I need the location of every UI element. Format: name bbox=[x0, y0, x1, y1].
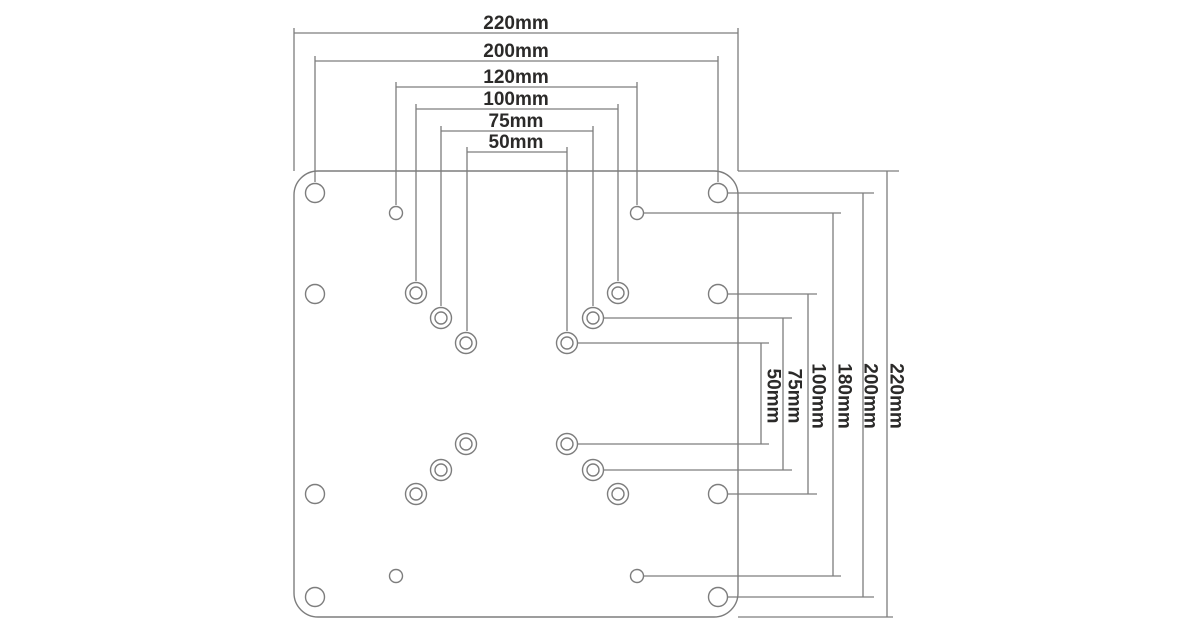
small-hole-bottom-left bbox=[388, 568, 404, 584]
dim-label: 100mm bbox=[808, 363, 829, 429]
screw-hole-50-bottom-left-inner bbox=[459, 437, 473, 451]
corner-hole-top-right bbox=[707, 182, 729, 204]
corner-hole-top-left bbox=[304, 182, 326, 204]
mid-hole-right-upper bbox=[707, 283, 729, 305]
dimension-top-200mm: 200mm bbox=[314, 41, 719, 182]
screw-hole-75-top-right-inner bbox=[586, 311, 600, 325]
dim-label: 100mm bbox=[483, 89, 549, 110]
corner-hole-bottom-left bbox=[304, 586, 326, 608]
dimension-right-100mm: 100mm bbox=[727, 293, 829, 495]
dim-label: 200mm bbox=[860, 363, 881, 429]
dimension-right-50mm: 50mm bbox=[577, 342, 784, 445]
screw-hole-100-bottom-left-inner bbox=[409, 487, 423, 501]
dimension-top-220mm: 220mm bbox=[293, 13, 739, 171]
dimension-right-220mm: 220mm bbox=[738, 170, 907, 618]
dim-label: 120mm bbox=[483, 67, 549, 88]
dim-label: 75mm bbox=[489, 111, 544, 132]
screw-hole-50-bottom-right-inner bbox=[560, 437, 574, 451]
dimension-right-180mm: 180mm bbox=[643, 212, 855, 577]
dimension-right-200mm: 200mm bbox=[727, 192, 881, 598]
dim-label: 200mm bbox=[483, 41, 549, 62]
dim-label: 50mm bbox=[489, 132, 544, 153]
small-hole-top-right bbox=[629, 205, 645, 221]
dim-label: 220mm bbox=[886, 363, 907, 429]
screw-hole-100-top-left-inner bbox=[409, 286, 423, 300]
screw-hole-100-bottom-right-inner bbox=[611, 487, 625, 501]
dimension-top-100mm: 100mm bbox=[415, 89, 619, 281]
small-holes bbox=[388, 205, 645, 584]
small-hole-bottom-right bbox=[629, 568, 645, 584]
screw-hole-75-bottom-left-inner bbox=[434, 463, 448, 477]
screw-hole-75-top-left-inner bbox=[434, 311, 448, 325]
dim-label: 75mm bbox=[784, 369, 805, 424]
dim-label: 220mm bbox=[483, 13, 549, 34]
screw-holes bbox=[404, 281, 630, 506]
screw-hole-50-top-right-inner bbox=[560, 336, 574, 350]
mount-plate bbox=[293, 170, 739, 618]
dimension-right-75mm: 75mm bbox=[603, 317, 805, 471]
mid-hole-left-lower bbox=[304, 483, 326, 505]
screw-hole-75-bottom-right-inner bbox=[586, 463, 600, 477]
screw-hole-50-top-left-inner bbox=[459, 336, 473, 350]
dim-label: 50mm bbox=[763, 369, 784, 424]
mid-hole-left-upper bbox=[304, 283, 326, 305]
dimension-top-120mm: 120mm bbox=[395, 67, 638, 205]
dim-label: 180mm bbox=[834, 363, 855, 429]
dimension-top-50mm: 50mm bbox=[466, 132, 568, 331]
screw-hole-100-top-right-inner bbox=[611, 286, 625, 300]
small-hole-top-left bbox=[388, 205, 404, 221]
plate-outline bbox=[293, 170, 739, 618]
corner-hole-bottom-right bbox=[707, 586, 729, 608]
dimension-top-75mm: 75mm bbox=[440, 111, 594, 306]
mid-hole-right-lower bbox=[707, 483, 729, 505]
